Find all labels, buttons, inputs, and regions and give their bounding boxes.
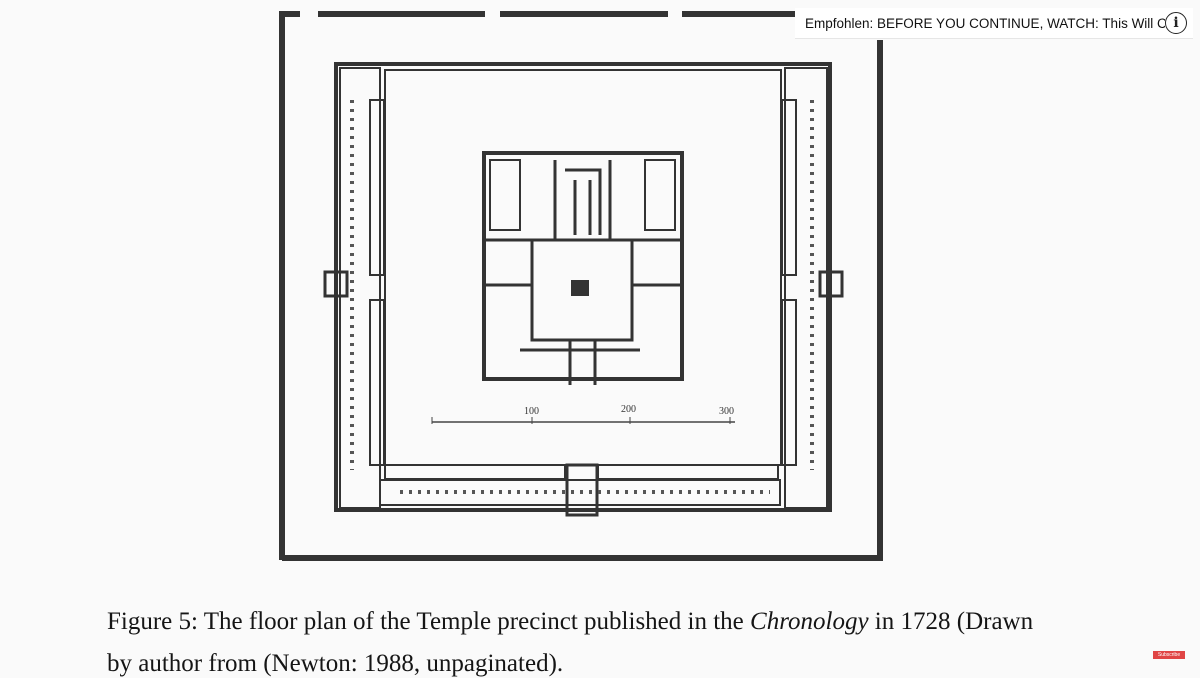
info-icon[interactable]: i xyxy=(1165,12,1187,34)
figure-caption-line-2: by author from (Newton: 1988, unpaginate… xyxy=(107,650,564,677)
caption-text: Figure 5: The floor plan of the Temple p… xyxy=(107,608,751,635)
figure-caption-line-1: Figure 5: The floor plan of the Temple p… xyxy=(107,608,1033,636)
subscribe-button[interactable]: Subscribe xyxy=(1153,651,1185,659)
recommended-video-title[interactable]: Empfohlen: BEFORE YOU CONTINUE, WATCH: T… xyxy=(805,15,1165,31)
scale-bar xyxy=(431,417,735,424)
caption-italic-title: Chronology xyxy=(750,608,869,635)
outer-wall xyxy=(279,11,883,561)
temple-floor-plan: 100 200 300 xyxy=(279,11,883,561)
scale-label: 200 xyxy=(621,404,636,415)
scale-label: 300 xyxy=(719,406,734,417)
recommended-video-card[interactable]: Empfohlen: BEFORE YOU CONTINUE, WATCH: T… xyxy=(795,8,1193,39)
caption-text: in 1728 (Drawn xyxy=(868,608,1034,635)
scale-label: 100 xyxy=(524,406,539,417)
altar xyxy=(571,280,589,296)
inner-enclosure xyxy=(334,62,832,512)
temple-building xyxy=(482,151,684,381)
